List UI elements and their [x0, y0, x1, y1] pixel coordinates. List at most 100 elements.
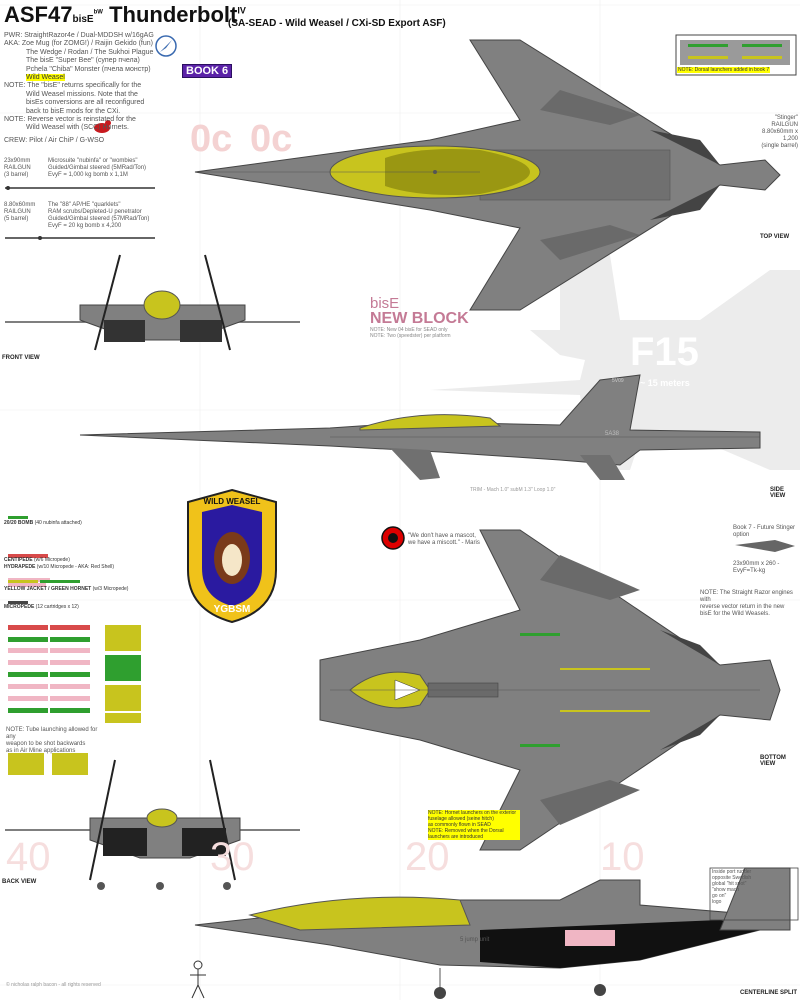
- railgun2-left-line: (5 barrel): [4, 216, 29, 222]
- back-view-aircraft: [5, 759, 300, 881]
- new-block-title: NEW BLOCK: [370, 310, 469, 327]
- note1-line: The "bisE" returns specifically for the: [27, 82, 142, 90]
- railgun1-right: Microsuite "nubinfa" or "wombies" Guided…: [48, 158, 158, 179]
- centerline-split-label: CENTERLINE SPLIT: [740, 990, 798, 996]
- bee-emblem: [94, 120, 111, 133]
- weapon-name: YELLOW JACKET / GREEN HORNET: [4, 586, 92, 592]
- trim-note: TRIM - Mach 1.0" subM 1.3" Loop 1.0": [470, 487, 556, 493]
- bottom-view-label: BOTTOM VIEW: [760, 755, 786, 767]
- note2-line: Reverse vector is reinstated for the: [27, 116, 136, 124]
- back-view-label: BACK VIEW: [2, 879, 37, 885]
- railgun2-right-line: EvyF = 20 kg bomb x 4,200: [48, 223, 122, 229]
- note1-label: NOTE:: [4, 82, 26, 90]
- rudder-note-line: global "hit spot": [712, 881, 747, 887]
- crew-label: CREW:: [4, 136, 28, 144]
- railgun2-left: 8.80x60mm RAILGUN (5 barrel): [4, 202, 44, 223]
- ammo-bay: [8, 625, 141, 775]
- hornet-note-line: fuselage allowed (seine hitch): [428, 816, 494, 822]
- rudder-note-line: logo: [712, 899, 722, 905]
- front-view-label: FRONT VIEW: [2, 355, 40, 361]
- weapon-name: CENTIPEDE: [4, 557, 33, 563]
- note2-label: NOTE:: [4, 116, 26, 124]
- railgun1-left: 23x90mm RAILGUN (3 barrel): [4, 158, 44, 179]
- straight-razor-line: NOTE: The Straight Razor engines with: [700, 590, 793, 603]
- hornet-note: NOTE: Hornet launchers on the exterior f…: [428, 810, 520, 840]
- inset-note: NOTE: Dorsal launchers added in book 7: [677, 67, 771, 73]
- weapon-name: HYDRAPEDE: [4, 564, 36, 570]
- weapon-name: MICROPEDE: [4, 604, 35, 610]
- new-block-bise: bisE: [370, 295, 400, 312]
- f15-title: F15: [630, 330, 699, 374]
- top-view-label: TOP VIEW: [760, 234, 790, 240]
- book7-note: Book 7 - Future Stinger option: [733, 525, 796, 538]
- specs-block: PWR: StraightRazor4e / Dual-MDDSH w/16gA…: [4, 32, 154, 145]
- f15-nose-code: 5V09: [612, 378, 624, 384]
- mascot-quote-line: we have a miscott." - Maris: [408, 540, 480, 546]
- weapon-desc: (w/3 Micropede): [92, 586, 129, 592]
- jump-unit-label: 5 jump unit: [460, 937, 490, 943]
- aka-line: The Wedge / Rodan / The Sukhoi Plague: [26, 48, 154, 56]
- hornet-note-line: NOTE: Removed when the Dorsal: [428, 828, 504, 834]
- title-tiny: bW: [93, 9, 103, 16]
- new-block-note: NOTE: New 04 bisE for SEAD only: [370, 327, 448, 333]
- aka-label: AKA:: [4, 40, 20, 48]
- roundel-icon: [155, 35, 177, 57]
- hornet-note-line: NOTE: Hornet launchers on the exterior: [428, 810, 517, 816]
- weapon-strips: [8, 516, 80, 604]
- wild-weasel-badge: [187, 488, 277, 624]
- railgun1-left-line: (3 barrel): [4, 172, 29, 178]
- weapon-desc: (w/10 Micropede - AKA: Red Shell): [36, 564, 115, 570]
- weapon-item: MICROPEDE (12 cartridges x 12): [4, 604, 79, 610]
- pwr-label: PWR:: [4, 32, 23, 39]
- scale-mark: 40: [6, 835, 51, 879]
- rudder-note-line: go on": [712, 893, 727, 899]
- title-superscript: IV: [237, 5, 246, 16]
- straight-razor-line: reverse vector return in the new: [700, 604, 785, 610]
- mascot-emblem: [381, 526, 405, 550]
- tube-note-line: weapon to be shot backwards: [6, 741, 86, 747]
- stinger-line: 8.80x60mm x 1,200: [761, 129, 798, 142]
- mascot-quote: "We don't have a mascot, we have a misco…: [408, 533, 488, 547]
- straight-razor-note: NOTE: The Straight Razor engines with re…: [700, 590, 800, 618]
- railgun1-left-line: 23x90mm: [4, 158, 31, 164]
- railgun2-left-line: 8.80x60mm: [4, 202, 36, 208]
- scale-mark: 20: [405, 835, 450, 879]
- railgun1-right-line: EvyF = 1,000 kg bomb x 1,1M: [48, 172, 128, 178]
- weapon-desc: (w/6 Micropede): [34, 557, 70, 563]
- new-block-section: bisE NEW BLOCK NOTE: New 04 bisE for SEA…: [370, 296, 469, 339]
- straight-razor-line: bisE for the Wild Weasels.: [700, 611, 770, 617]
- front-view-aircraft: [5, 254, 300, 351]
- railgun1-left-line: RAILGUN: [4, 165, 31, 171]
- note1-line: Wild Weasel missions. Note that the: [26, 90, 138, 98]
- stinger-callout: "Stinger" RAILGUN 8.80x60mm x 1,200 (sin…: [752, 115, 798, 150]
- railgun1-right-line: Guided/Gimbal steered (5MRad/Ton): [48, 165, 147, 171]
- book7-spec: 23x90mm x 260 - EvyF=Tk-kg: [733, 561, 780, 574]
- page-subtitle: (SA-SEAD - Wild Weasel / CXi-SD Export A…: [228, 18, 446, 29]
- side-view-aircraft: [79, 374, 761, 480]
- tube-note-line: NOTE: Tube launching allowed for any: [6, 727, 98, 740]
- title-main: ASF47: [4, 2, 73, 27]
- railgun1-right-line: Microsuite "nubinfa" or "wombies": [48, 158, 138, 164]
- rudder-note-line: opposite Swedish: [712, 875, 752, 881]
- hornet-note-line: as commonly flown in SEAD: [428, 822, 491, 828]
- scale-figure: [190, 960, 206, 999]
- side-view-label: SIDE VIEW: [770, 487, 786, 499]
- note1-line: bisEs conversions are all reconfigured: [26, 99, 145, 107]
- new-block-note: NOTE: Two (speedster) per platform: [370, 333, 451, 339]
- aka-line: Pchela "Chiba" Monster (пчела монстр): [26, 65, 151, 73]
- weapon-desc: (12 cartridges x 12): [35, 604, 79, 610]
- railgun-diagrams: [5, 186, 155, 240]
- aka-line: Zoe Mug (for ZOMG!) / Raijin Gekido (fun…: [21, 40, 153, 48]
- f15-tail-code: 5A38: [605, 431, 620, 437]
- hornet-note-line: launchers are introduced: [428, 834, 484, 840]
- aka-highlight: Wild Weasel: [26, 74, 65, 82]
- f15-sub: ~ 15 meters: [640, 378, 690, 388]
- tube-note-line: as in Air Mine applications: [6, 748, 76, 754]
- centerline-split-aircraft: [194, 867, 791, 999]
- weapon-item: CENTIPEDE (w/6 Micropede): [4, 557, 70, 563]
- ghost-mark: 0c: [190, 118, 233, 160]
- badge-top-text: WILD WEASEL: [203, 497, 261, 506]
- f15-silhouette: [430, 255, 800, 470]
- gear-stubs: [97, 882, 231, 890]
- note1-line: back to bisE mods for the CXi.: [26, 107, 121, 115]
